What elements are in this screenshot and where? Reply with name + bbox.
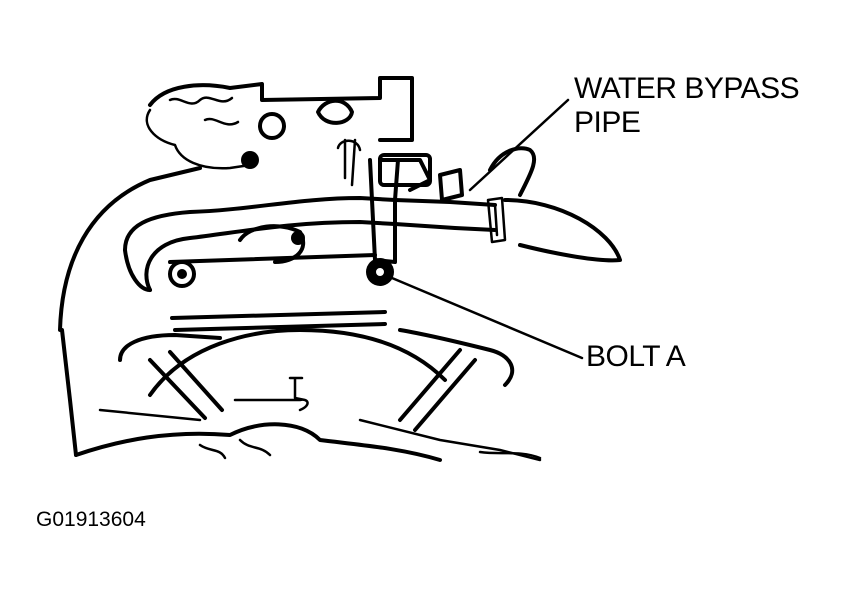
support-strut-right bbox=[398, 348, 477, 432]
crossbar-left-bolt bbox=[168, 260, 196, 288]
upper-bracket bbox=[336, 138, 362, 187]
timing-cover-outer bbox=[118, 333, 222, 362]
bottom-edge bbox=[74, 422, 442, 462]
bottom-texture bbox=[198, 438, 542, 460]
water-bypass-pipe-bottom bbox=[144, 220, 497, 292]
hose-upper bbox=[488, 146, 537, 197]
water-bypass-pipe-top bbox=[123, 196, 497, 252]
leader-water-bypass bbox=[468, 98, 570, 192]
lower-crossbar bbox=[168, 253, 387, 332]
leader-bolt-a bbox=[390, 276, 584, 360]
timing-cover-right bbox=[398, 328, 515, 387]
figure-id: G01913604 bbox=[36, 508, 146, 531]
upper-cover bbox=[316, 98, 354, 125]
upper-housing bbox=[148, 76, 414, 142]
timing-cover-arc bbox=[148, 328, 447, 397]
crossbar-left-bolt-center bbox=[177, 269, 187, 279]
pipe-nut bbox=[438, 168, 464, 202]
upper-housing-detail bbox=[145, 108, 252, 170]
callout-bolt-a: BOLT A bbox=[586, 340, 686, 373]
upper-bolt-left bbox=[258, 112, 286, 140]
upper-housing-texture bbox=[168, 96, 240, 126]
bolt-a-head bbox=[372, 264, 388, 280]
pipe-upper-fitting bbox=[378, 153, 432, 187]
engine-outer-contour bbox=[58, 166, 202, 332]
pipe-end-left bbox=[123, 248, 152, 292]
sensor-fitting bbox=[233, 376, 309, 412]
right-body-contour bbox=[503, 198, 622, 263]
callout-water-bypass-line2: PIPE bbox=[574, 106, 641, 139]
engine-lower-contour bbox=[60, 328, 78, 457]
support-strut-left bbox=[148, 350, 224, 420]
upper-bolt-dark bbox=[241, 151, 259, 169]
inner-bolt bbox=[291, 231, 305, 245]
timing-cover-lower-edge bbox=[98, 408, 542, 462]
callout-water-bypass-line1: WATER BYPASS bbox=[574, 72, 800, 105]
callout-water-bypass-pipe: WATER BYPASS PIPE bbox=[574, 72, 800, 140]
